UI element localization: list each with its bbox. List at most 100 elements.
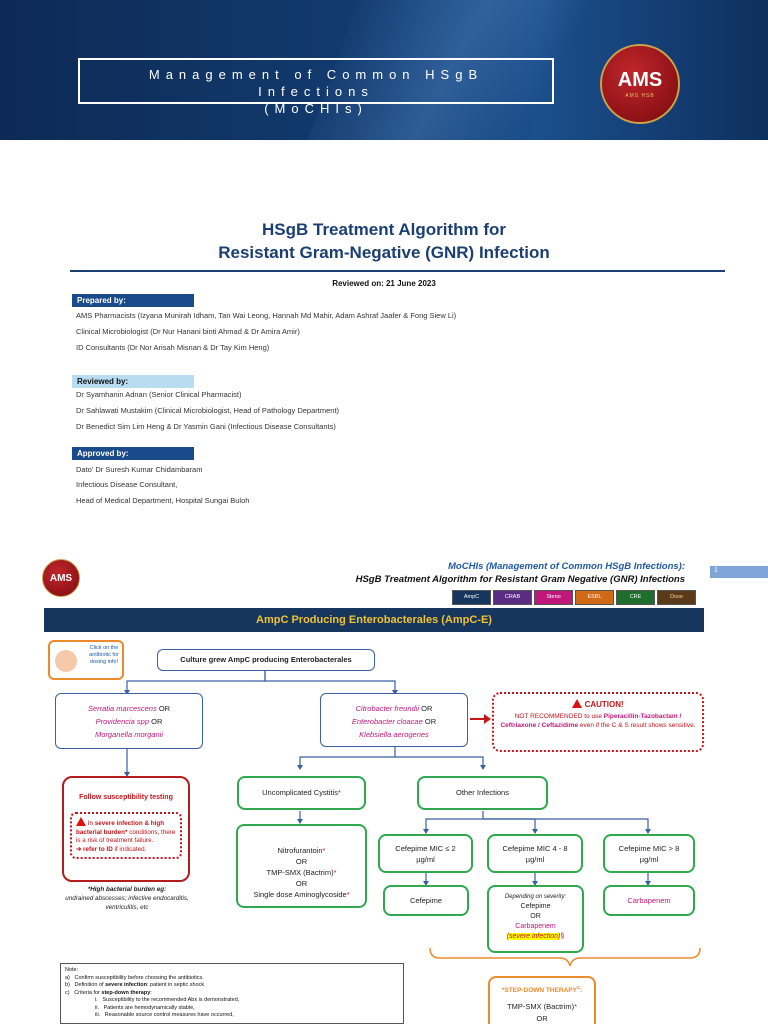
note-label: a) — [65, 974, 70, 981]
culture-box: Culture grew AmpC producing Enterobacter… — [157, 649, 375, 671]
uncomplicated-cystitis-label: Uncomplicated Cystitis — [262, 788, 338, 797]
mic-4-8-box: Cefepime MIC 4 - 8 µg/ml — [487, 834, 583, 873]
tab-esbl[interactable]: ESBL — [575, 590, 614, 605]
header-banner: Management of Common HSgB Infections (Mo… — [0, 0, 768, 140]
approved-by-header: Approved by: — [72, 447, 194, 460]
note-label: iii. — [95, 1012, 101, 1018]
or-label: OR — [295, 857, 308, 866]
other-infections-box: Other Infections — [417, 776, 548, 810]
tab-dose[interactable]: Dose — [657, 590, 696, 605]
step-down-title: *STEP-DOWN THERAPY — [501, 987, 577, 995]
drug-carbapenem[interactable]: Carbapenem — [515, 923, 556, 930]
or-label: OR — [295, 879, 308, 888]
mic-le2-treatment-box: Cefepime — [383, 885, 469, 916]
drug-cefepime[interactable]: Cefepime — [409, 896, 443, 905]
note-label: ii. — [95, 1004, 99, 1011]
note-label: c) — [65, 989, 70, 996]
footnote-mark: c — [576, 985, 580, 991]
ams-logo-text: AMS — [617, 68, 663, 91]
algorithm-slide: AMS MoCHIs (Management of Common HSgB In… — [0, 545, 768, 1024]
ams-logo-subtext: AMS HSB — [625, 92, 655, 99]
tab-cre[interactable]: CRE — [616, 590, 655, 605]
tab-steno[interactable]: Steno — [534, 590, 573, 605]
section-mark: § — [560, 933, 565, 940]
star-mark: * — [346, 890, 350, 899]
follow-susceptibility-box: Follow susceptibility testing In severe … — [62, 776, 190, 882]
slide-page-number: 1 — [710, 566, 768, 578]
slide-subtitle: HSgB Treatment Algorithm for Resistant G… — [355, 574, 685, 585]
caution-box: CAUTION! NOT RECOMMENDED to use Piperaci… — [492, 692, 704, 752]
note-ii: Patients are hemodynamically stable, — [103, 1004, 195, 1011]
warning-icon — [572, 699, 583, 708]
caution-drugs[interactable]: Piperacillin-Tazobactam / Ceftriaxone / … — [500, 713, 682, 729]
severe-infection-note: (severe infection) — [506, 933, 561, 940]
follow-warn-bold: severe infection & high bacterial burden… — [76, 820, 165, 836]
drug-tmp-smx[interactable]: TMP-SMX (Bactrim) — [266, 868, 334, 877]
document-title: HSgB Treatment Algorithm for Resistant G… — [0, 218, 768, 264]
approved-by-line: Head of Medical Department, Hospital Sun… — [76, 496, 250, 505]
org-citrobacter: Citrobacter freundii — [355, 704, 420, 713]
slide-logo-text: AMS — [49, 572, 73, 584]
caution-text-pre: NOT RECOMMENDED to use — [514, 713, 604, 720]
or-label: OR — [151, 717, 163, 726]
reviewed-by-line: Dr Benedict Sim Lim Heng & Dr Yasmin Gan… — [76, 422, 336, 431]
note-b-bold: severe infection — [105, 982, 147, 988]
note-b-post: : patient in septic shock — [146, 982, 205, 988]
prepared-by-header: Prepared by: — [72, 294, 194, 307]
drug-cefepime[interactable]: Cefepime — [520, 903, 551, 910]
caution-text-post: even if the C & S result shows sensitive… — [578, 722, 696, 729]
dosing-hint-box: Click on the antibiotic for dosing info! — [48, 640, 124, 680]
reviewed-on-date: Reviewed on: 21 June 2023 — [332, 279, 436, 288]
star-mark: * — [337, 788, 341, 797]
or-label: OR — [421, 704, 433, 713]
follow-refer-post: if indicated. — [112, 845, 147, 853]
mic-gt8-box: Cefepime MIC > 8 µg/ml — [603, 834, 695, 873]
reviewed-by-header: Reviewed by: — [72, 375, 194, 388]
notes-box: Note: a) Confirm susceptibility before c… — [60, 963, 404, 1024]
mic-le2-box: Cefepime MIC ≤ 2 µg/ml — [378, 834, 473, 873]
right-organisms-box: Citrobacter freundii OR Enterobacter clo… — [320, 693, 468, 747]
uncomplicated-cystitis-box: Uncomplicated Cystitis* — [237, 776, 366, 810]
tab-crab[interactable]: CRAB — [493, 590, 532, 605]
follow-refer-bold: refer to ID — [83, 845, 113, 853]
document-title-line2: Resistant Gram-Negative (GNR) Infection — [218, 243, 550, 262]
left-organisms-box: Serratia marcescens OR Providencia spp O… — [55, 693, 203, 749]
or-label: OR — [530, 913, 541, 920]
arrow-right-icon: ➔ — [76, 845, 82, 853]
drug-nitrofurantoin[interactable]: Nitrofurantoin — [277, 846, 323, 855]
or-label: OR — [536, 1014, 548, 1024]
or-label: OR — [158, 704, 171, 713]
banner-title-box: Management of Common HSgB Infections (Mo… — [78, 58, 554, 116]
tab-ampc[interactable]: AmpC — [452, 590, 491, 605]
or-label: OR — [424, 717, 437, 726]
severity-label: Depending on severity: — [504, 894, 567, 900]
treatment-failure-warning: In severe infection & high bacterial bur… — [70, 812, 182, 859]
prepared-by-line: Clinical Microbiologist (Dr Nur Hanani b… — [76, 327, 300, 336]
colon-label: : — [579, 987, 583, 995]
reviewed-by-line: Dr Syamhanin Adnan (Senior Clinical Phar… — [76, 390, 242, 399]
drug-aminoglycoside[interactable]: Aminoglycoside — [294, 890, 347, 899]
org-serratia: Serratia marcescens — [87, 704, 157, 713]
star-mark: * — [574, 1002, 577, 1012]
prepared-by-line: ID Consultants (Dr Nor Arisah Misnan & D… — [76, 343, 270, 352]
dosing-hint-text: Click on the antibiotic for dosing info! — [89, 645, 119, 665]
note-b-pre: Definition of — [74, 982, 106, 988]
follow-susceptibility-title: Follow susceptibility testing — [79, 794, 173, 801]
drug-tmp-smx[interactable]: TMP-SMX (Bactrim) — [506, 1002, 575, 1012]
drug-carbapenem[interactable]: Carbapenem — [627, 896, 671, 905]
star-mark: * — [333, 868, 337, 877]
slide-ams-logo: AMS — [42, 559, 80, 597]
pathogen-tabs: AmpC CRAB Steno ESBL CRE Dose — [452, 590, 696, 605]
note-i: Susceptibility to the recommended Abx is… — [102, 997, 240, 1003]
burden-note-text: undrained abscesses; infective endocardi… — [65, 895, 189, 911]
star-mark: * — [322, 846, 326, 855]
note-c-post: : — [150, 989, 152, 996]
section-title-band: AmpC Producing Enterobacterales (AmpC-E) — [44, 608, 704, 632]
note-c-bold: step-down therapy — [101, 989, 151, 996]
org-klebsiella: Klebsiella aerogenes — [359, 730, 429, 739]
org-enterobacter: Enterobacter cloacae — [351, 717, 423, 726]
hand-pointer-icon — [55, 650, 77, 672]
single-dose-label: Single dose — [253, 890, 295, 899]
note-iii: Reasonable source control measures have … — [104, 1012, 234, 1018]
ams-logo: AMS AMS HSB — [600, 44, 680, 124]
